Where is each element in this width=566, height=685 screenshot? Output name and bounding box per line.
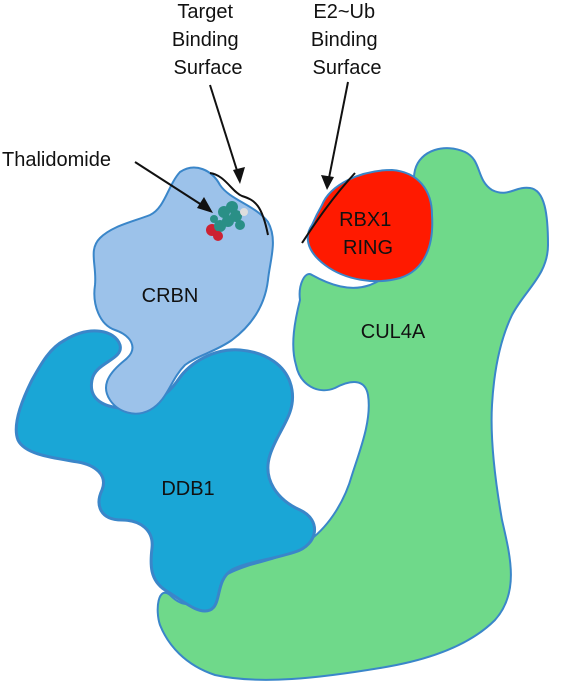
cul4a-blob [156,147,550,681]
rbx1-ring-label: RBX1 RING [339,209,397,259]
e2-surface-arrowhead [321,175,334,190]
thalidomide-arrowhead [197,197,213,213]
thalidomide-arrow [134,161,209,210]
rbx1-ring-blob [306,168,434,283]
cul4a-label: CUL4A [361,321,426,343]
target-surface-label: Target Binding Surface [172,1,244,79]
molecule-icon [206,201,248,241]
crbn-label: CRBN [142,285,199,307]
target-surface-arrow [209,84,241,181]
ddb1-label: DDB1 [161,478,214,500]
e2-surface-bracket [301,172,356,244]
target-surface-arrowhead [233,167,245,184]
e2-surface-label: E2~Ub Binding Surface [311,1,383,79]
target-surface-bracket [209,172,269,236]
thalidomide-label: Thalidomide [2,149,111,171]
crbn-blob [92,166,274,415]
e2-surface-arrow [327,81,349,184]
